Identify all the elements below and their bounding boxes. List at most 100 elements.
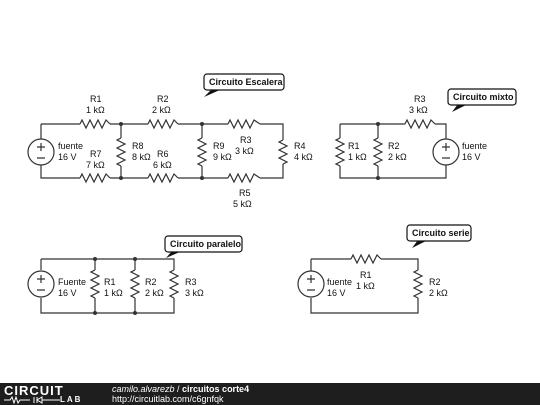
ladder-node xyxy=(119,176,123,180)
schematic-title[interactable]: circuitos corte4 xyxy=(182,384,250,394)
ladder-r2-name: R2 xyxy=(157,94,169,104)
ladder-tag[interactable]: Circuito Escalera xyxy=(203,73,285,97)
ladder-source-value: 16 V xyxy=(58,152,77,162)
ladder-r5-name: R5 xyxy=(239,188,251,198)
ladder-r1-value: 1 kΩ xyxy=(86,105,105,115)
resistor-r2-icon[interactable] xyxy=(129,269,141,299)
mixed-r3-name: R3 xyxy=(414,94,426,104)
ladder-labels: R1 1 kΩ R2 2 kΩ R3 3 kΩ R4 4 kΩ R5 5 kΩ … xyxy=(86,94,313,209)
mixed-circuit: fuente 16 V R1 1 kΩ R2 2 kΩ R3 3 kΩ Circ… xyxy=(334,88,517,180)
logo-text-top: CIRCUIT xyxy=(4,383,64,398)
resistor-r6-icon[interactable] xyxy=(147,172,179,184)
ladder-r8-value: 8 kΩ xyxy=(132,152,151,162)
resistor-r1-icon[interactable] xyxy=(89,269,101,299)
ladder-r7-value: 7 kΩ xyxy=(86,160,105,170)
footer-text: camilo.alvarezb / circuitos corte4 http:… xyxy=(112,384,249,404)
ladder-tag-label: Circuito Escalera xyxy=(209,77,284,87)
series-r1-value: 1 kΩ xyxy=(356,281,375,291)
ladder-r6-value: 6 kΩ xyxy=(153,160,172,170)
voltage-source-icon xyxy=(27,270,55,298)
series-source-name: fuente xyxy=(327,277,352,287)
ladder-r3-value: 3 kΩ xyxy=(235,146,254,156)
mixed-r1-name: R1 xyxy=(348,141,360,151)
ladder-source-name: fuente xyxy=(58,141,83,151)
ladder-r8-name: R8 xyxy=(132,141,144,151)
series-source-value: 16 V xyxy=(327,288,346,298)
circuitlab-logo[interactable]: CIRCUIT LAB xyxy=(4,383,104,404)
ladder-node xyxy=(119,122,123,126)
series-source[interactable] xyxy=(297,270,325,298)
parallel-node xyxy=(93,311,97,315)
series-tag[interactable]: Circuito serie xyxy=(406,224,472,248)
parallel-r3-value: 3 kΩ xyxy=(185,288,204,298)
resistor-r3-icon[interactable] xyxy=(227,118,261,130)
mixed-tag[interactable]: Circuito mixto xyxy=(447,88,517,112)
resistor-r2-icon[interactable] xyxy=(147,118,179,130)
footer-attribution: camilo.alvarezb / circuitos corte4 xyxy=(112,384,249,394)
footer-bar: CIRCUIT LAB camilo.alvarezb / circuitos … xyxy=(0,383,540,405)
parallel-r1-value: 1 kΩ xyxy=(104,288,123,298)
ladder-r7-name: R7 xyxy=(90,149,102,159)
mixed-tag-label: Circuito mixto xyxy=(453,92,514,102)
resistor-r3-icon[interactable] xyxy=(404,118,436,130)
mixed-r2-value: 2 kΩ xyxy=(388,152,407,162)
parallel-node xyxy=(133,311,137,315)
mixed-source-value: 16 V xyxy=(462,152,481,162)
ladder-r4-value: 4 kΩ xyxy=(294,152,313,162)
resistor-r1-icon[interactable] xyxy=(350,253,382,265)
ladder-r6-name: R6 xyxy=(157,149,169,159)
parallel-source-value: 16 V xyxy=(58,288,77,298)
resistor-r3-icon[interactable] xyxy=(168,269,180,299)
logo-text-bottom: LAB xyxy=(60,395,83,404)
parallel-node xyxy=(133,257,137,261)
parallel-circuit: Fuente 16 V R1 1 kΩ R2 2 kΩ R3 3 kΩ Circ… xyxy=(27,235,243,315)
series-circuit: fuente 16 V R1 1 kΩ R2 2 kΩ Circuito ser… xyxy=(297,224,472,314)
voltage-source-icon xyxy=(432,138,460,166)
parallel-r3-name: R3 xyxy=(185,277,197,287)
parallel-r1-name: R1 xyxy=(104,277,116,287)
mixed-r1-value: 1 kΩ xyxy=(348,152,367,162)
ladder-r1-name: R1 xyxy=(90,94,102,104)
resistor-r5-icon[interactable] xyxy=(227,172,261,184)
parallel-r2-value: 2 kΩ xyxy=(145,288,164,298)
parallel-r2-name: R2 xyxy=(145,277,157,287)
ladder-r2-value: 2 kΩ xyxy=(152,105,171,115)
footer-separator: / xyxy=(174,384,183,394)
voltage-source-icon xyxy=(297,270,325,298)
logo-wave-icon xyxy=(4,396,60,404)
resistor-r2-icon[interactable] xyxy=(412,269,424,299)
resistor-r9-icon[interactable] xyxy=(196,137,208,167)
ladder-node xyxy=(200,176,204,180)
schematic-url[interactable]: http://circuitlab.com/c6gnfqk xyxy=(112,394,224,404)
resistor-r1-icon[interactable] xyxy=(79,118,111,130)
ladder-source[interactable] xyxy=(27,138,55,166)
parallel-source-name: Fuente xyxy=(58,277,86,287)
parallel-tag-label: Circuito paralelo xyxy=(170,239,242,249)
ladder-r4-name: R4 xyxy=(294,141,306,151)
resistor-r8-icon[interactable] xyxy=(115,137,127,167)
author-link[interactable]: camilo.alvarezb xyxy=(112,384,175,394)
series-r1-name: R1 xyxy=(360,270,372,280)
mixed-source-name: fuente xyxy=(462,141,487,151)
resistor-r4-icon[interactable] xyxy=(277,139,289,165)
resistor-r7-icon[interactable] xyxy=(79,172,111,184)
series-tag-label: Circuito serie xyxy=(412,228,470,238)
ladder-node xyxy=(200,122,204,126)
parallel-node xyxy=(93,257,97,261)
voltage-source-icon xyxy=(27,138,55,166)
mixed-r2-name: R2 xyxy=(388,141,400,151)
ladder-wires xyxy=(40,123,284,179)
schematic-canvas: fuente 16 V R1 1 kΩ R2 2 kΩ R3 3 kΩ R4 4… xyxy=(27,73,517,315)
parallel-source[interactable] xyxy=(27,270,55,298)
ladder-r9-name: R9 xyxy=(213,141,225,151)
parallel-tag[interactable]: Circuito paralelo xyxy=(164,235,243,258)
mixed-node xyxy=(376,122,380,126)
series-r2-value: 2 kΩ xyxy=(429,288,448,298)
mixed-r3-value: 3 kΩ xyxy=(409,105,428,115)
resistor-r1-icon[interactable] xyxy=(334,137,346,167)
resistor-r2-icon[interactable] xyxy=(372,137,384,167)
series-r2-name: R2 xyxy=(429,277,441,287)
ladder-r5-value: 5 kΩ xyxy=(233,199,252,209)
ladder-r3-name: R3 xyxy=(240,135,252,145)
mixed-source[interactable] xyxy=(432,138,460,166)
